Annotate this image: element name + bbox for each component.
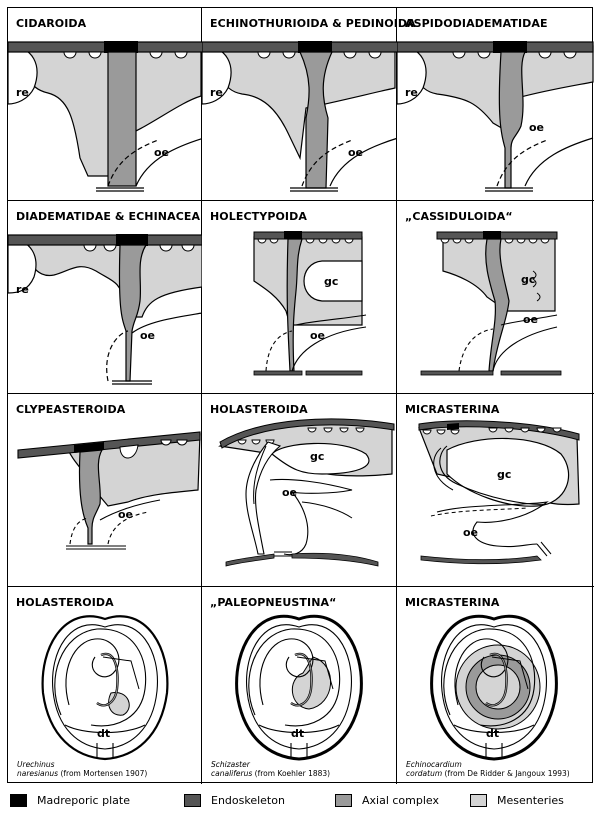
- panel-title: CIDAROIDA: [16, 17, 87, 30]
- panel-9: gc oe MICRASTERINA: [397, 394, 594, 587]
- panel-drawing: oe: [17, 431, 201, 550]
- label-oe: oe: [310, 329, 325, 342]
- panel-1: re oe CIDAROIDA: [8, 8, 202, 201]
- label-oe: oe: [118, 508, 133, 521]
- panel-drawing: re oe: [397, 41, 594, 192]
- panel-title: CLYPEASTEROIDA: [16, 403, 126, 416]
- label-oe: oe: [140, 329, 155, 342]
- label-oe: oe: [523, 313, 538, 326]
- panel-title: „CASSIDULOIDA“: [405, 210, 513, 223]
- citation-source: (from De Ridder & Jangoux 1993): [444, 769, 570, 778]
- legend-swatch: [10, 793, 27, 807]
- label-re: re: [210, 86, 223, 99]
- panel-7: oe CLYPEASTEROIDA: [8, 394, 202, 587]
- legend-item-axial: Axial complex: [335, 792, 439, 808]
- label-oe: oe: [463, 526, 478, 539]
- label-dt: dt: [97, 727, 110, 740]
- label-re: re: [16, 283, 29, 296]
- label-oe: oe: [348, 146, 363, 159]
- citation-species: cordatum: [406, 769, 443, 778]
- label-oe: oe: [154, 146, 169, 159]
- label-gc: gc: [324, 275, 338, 288]
- legend: Madreporic plate Endoskeleton Axial comple…: [0, 788, 600, 813]
- label-gc: gc: [521, 273, 535, 286]
- panel-title: HOLASTEROIDA: [16, 596, 114, 609]
- panel-title: DIADEMATIDAE & ECHINACEA: [16, 210, 201, 223]
- panel-title: HOLECTYPOIDA: [210, 210, 307, 223]
- legend-label: Mesenteries: [497, 793, 564, 807]
- panel-drawing: dt: [430, 614, 558, 761]
- legend-swatch: [470, 793, 487, 807]
- panel-title: MICRASTERINA: [405, 596, 500, 609]
- panel-title: „PALEOPNEUSTINA“: [210, 596, 337, 609]
- label-dt: dt: [486, 727, 499, 740]
- legend-label: Endoskeleton: [211, 793, 285, 807]
- panel-5: gc oe HOLECTYPOIDA: [202, 201, 397, 394]
- label-oe: oe: [282, 486, 297, 499]
- diagram-grid: re oe CIDAROIDA re oe ECHINOTHURIOIDA & PEDIN…: [7, 7, 594, 784]
- panel-4: re oe DIADEMATIDAE & ECHINACEA: [8, 201, 202, 394]
- legend-label: Madreporic plate: [37, 793, 130, 807]
- label-oe: oe: [529, 121, 544, 134]
- panel-drawing: gc oe: [218, 418, 395, 567]
- panel-title: ASPIDODIADEMATIDAE: [405, 17, 548, 30]
- legend-item-mesenteries: Mesenteries: [470, 792, 564, 808]
- panel-drawing: re oe: [8, 41, 202, 192]
- legend-swatch: [335, 793, 352, 807]
- panel-drawing: gc oe: [253, 231, 367, 376]
- panel-3: re oe ASPIDODIADEMATIDAE: [397, 8, 594, 201]
- label-gc: gc: [310, 450, 324, 463]
- panel-drawing: re oe: [202, 41, 397, 192]
- citation-genus: Echinocardium: [406, 760, 462, 769]
- label-re: re: [16, 86, 29, 99]
- panel-title: MICRASTERINA: [405, 403, 500, 416]
- panel-drawing: gc oe: [420, 231, 562, 376]
- citation-genus: Urechinus: [17, 760, 55, 769]
- legend-swatch: [184, 793, 201, 807]
- label-dt: dt: [291, 727, 304, 740]
- panel-drawing: dt: [235, 614, 363, 761]
- panel-6: gc oe „CASSIDULOIDA“: [397, 201, 594, 394]
- citation-genus: Schizaster: [211, 760, 250, 769]
- panel-title: ECHINOTHURIOIDA & PEDINOIDA: [210, 17, 416, 30]
- panel-drawing: re oe: [8, 234, 202, 385]
- label-re: re: [405, 86, 418, 99]
- legend-label: Axial complex: [362, 793, 439, 807]
- panel-2: re oe ECHINOTHURIOIDA & PEDINOIDA: [202, 8, 416, 201]
- panel-title: HOLASTEROIDA: [210, 403, 308, 416]
- panel-drawing: gc oe: [418, 420, 580, 565]
- citation-source: (from Mortensen 1907): [60, 769, 148, 778]
- citation-species: naresianus: [17, 769, 59, 778]
- panel-drawing: dt: [41, 615, 169, 761]
- label-gc: gc: [497, 468, 511, 481]
- panel-8: gc oe HOLASTEROIDA: [202, 394, 397, 587]
- citation-species: canaliferus: [211, 769, 253, 778]
- legend-item-endoskeleton: Endoskeleton: [184, 792, 285, 808]
- citation-source: (from Koehler 1883): [254, 769, 331, 778]
- legend-item-madreporic: Madreporic plate: [10, 792, 130, 808]
